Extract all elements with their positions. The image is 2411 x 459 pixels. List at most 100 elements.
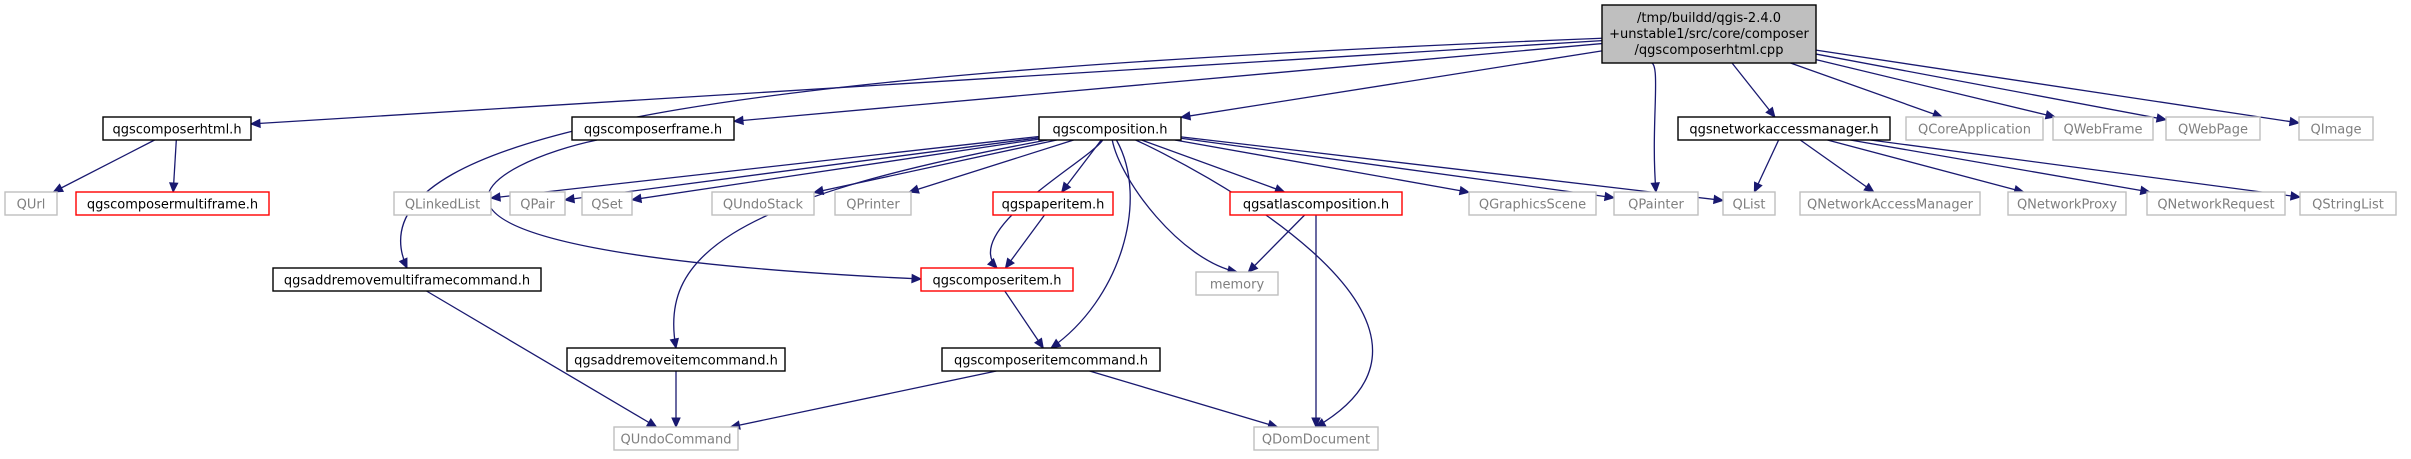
node-qgscomposermultiframe-h[interactable]: qgscomposermultiframe.h	[75, 191, 270, 216]
node-box	[613, 426, 739, 451]
root-label-line: /qgscomposerhtml.cpp	[1635, 43, 1784, 58]
edge-line	[1180, 50, 1603, 118]
node-QPrinter: QPrinter	[834, 191, 912, 216]
node-QUndoCommand: QUndoCommand	[613, 426, 739, 451]
node-qgsnetworkaccessmanager-h[interactable]: qgsnetworkaccessmanager.h	[1677, 116, 1891, 141]
edge-root-to-QImage	[1815, 49, 2301, 127]
node-box	[2298, 116, 2374, 141]
node-label: QPrinter	[846, 198, 900, 213]
edge-root-to-QPainter	[1648, 61, 1660, 194]
node-qgspaperitem-h[interactable]: qgspaperitem.h	[992, 191, 1114, 216]
node-box	[1468, 191, 1597, 216]
root-label-line: +unstable1/src/core/composer	[1609, 27, 1809, 42]
node-box	[1677, 116, 1891, 141]
node-box	[581, 191, 633, 216]
node-qgsaddremoveitemcommand-h[interactable]: qgsaddremoveitemcommand.h	[566, 347, 786, 372]
edge-qgscomposerhtml_h-to-qgscomposermultiframe_h	[168, 139, 179, 194]
edge-qgscomposition_h-to-qgscomposeritemcommand_h	[1049, 139, 1131, 349]
arrowhead	[168, 182, 179, 194]
node-box	[920, 267, 1074, 292]
edge-line	[1050, 139, 1131, 349]
node-qgscomposition-h[interactable]: qgscomposition.h	[1038, 116, 1182, 141]
edge-line	[1648, 61, 1657, 193]
node-box	[1195, 271, 1279, 296]
edge-qgscomposition_h-to-QPainter	[1180, 137, 1616, 202]
edge-line	[730, 370, 997, 428]
node-qgscomposeritemcommand-h[interactable]: qgscomposeritemcommand.h	[941, 347, 1161, 372]
arrowhead	[986, 257, 998, 269]
arrowhead	[1311, 417, 1321, 429]
edge-line	[1815, 53, 2167, 121]
node-qgscomposeritem-h[interactable]: qgscomposeritem.h	[920, 267, 1074, 292]
node-QWebPage: QWebPage	[2165, 116, 2261, 141]
edge-line	[1004, 214, 1046, 269]
arrowhead	[2289, 191, 2302, 201]
node-box	[2007, 191, 2127, 216]
edge-qgscomposeritemcommand_h-to-QUndoCommand	[729, 370, 997, 430]
node-label: QPainter	[1628, 198, 1684, 213]
arrowhead	[1863, 182, 1875, 193]
node-label: QList	[1733, 198, 1766, 213]
node-qgscomposerframe-h[interactable]: qgscomposerframe.h	[571, 116, 735, 141]
edge-line	[1180, 136, 1724, 202]
node-box	[1905, 116, 2044, 141]
node-qgsatlascomposition-h[interactable]: qgsatlascomposition.h	[1229, 191, 1403, 216]
arrowhead	[398, 257, 408, 270]
node-qgscomposerhtml-h[interactable]: qgscomposerhtml.h	[102, 116, 252, 141]
node-QStringList: QStringList	[2299, 191, 2397, 216]
edge-line	[1815, 49, 2300, 124]
edge-qgsnetworkaccessmanager_h-to-QNetworkProxy	[1827, 139, 2025, 195]
arrowhead	[1603, 191, 1616, 202]
node-box	[1799, 191, 1981, 216]
arrowhead	[2155, 113, 2168, 123]
edge-line	[1135, 139, 1373, 428]
node-QLinkedList: QLinkedList	[393, 191, 492, 216]
edge-line	[631, 138, 1040, 201]
edge-qgsnetworkaccessmanager_h-to-QStringList	[1870, 139, 2302, 201]
node-box	[509, 191, 566, 216]
node-label: qgsatlascomposition.h	[1243, 198, 1389, 213]
edge-line	[1799, 139, 1875, 193]
node-label: qgsaddremoveitemcommand.h	[574, 354, 778, 369]
edge-qgspaperitem_h-to-qgscomposeritem_h	[1004, 214, 1046, 269]
node-label: QCoreApplication	[1918, 123, 2031, 138]
node-label: qgscomposermultiframe.h	[87, 198, 258, 213]
edge-qgsatlascomposition_h-to-memory	[1247, 214, 1306, 273]
edge-line	[1089, 370, 1278, 428]
edge-line	[1111, 139, 1238, 273]
edge-qgscomposition_h-to-memory	[1111, 139, 1239, 275]
arrowhead	[1179, 111, 1192, 121]
edge-line	[1247, 214, 1306, 273]
arrowhead	[630, 193, 643, 204]
edge-root-to-qgscomposerframe_h	[732, 42, 1603, 126]
edge-line	[53, 139, 155, 193]
edge-line	[1731, 62, 1776, 118]
node-label: qgsaddremovemultiframecommand.h	[284, 274, 530, 289]
node-box	[941, 347, 1161, 372]
edge-qgscomposition_h-to-qgsatlascomposition_h	[1141, 139, 1286, 194]
node-qgsaddremovemultiframecommand-h[interactable]: qgsaddremovemultiframecommand.h	[272, 267, 542, 292]
node-label: QNetworkProxy	[2017, 198, 2117, 213]
edge-qgscomposition_h-to-QPrinter	[908, 139, 1074, 194]
node-box	[571, 116, 735, 141]
node-box	[1613, 191, 1699, 216]
edge-qgscomposition_h-to-QSet	[630, 138, 1040, 204]
arrowhead	[908, 184, 920, 194]
node-box	[393, 191, 492, 216]
node-label: QImage	[2311, 123, 2362, 138]
edge-line	[733, 42, 1603, 122]
node-label: QWebPage	[2178, 123, 2248, 138]
node-box	[566, 347, 786, 372]
edge-line	[1815, 59, 2056, 118]
node-root: /tmp/buildd/qgis-2.4.0+unstable1/src/cor…	[1601, 4, 1817, 64]
edge-line	[1827, 139, 2024, 193]
node-label: QWebFrame	[2063, 123, 2142, 138]
edges-layer	[52, 37, 2302, 430]
node-label: QUrl	[17, 198, 46, 213]
edge-root-to-qgscomposerhtml_h	[249, 39, 1603, 129]
edge-line	[1141, 139, 1285, 193]
arrowhead	[563, 193, 576, 204]
arrowhead	[1049, 338, 1062, 349]
edge-qgscomposition_h-to-qgsaddremoveitemcommand_h	[669, 139, 1048, 350]
node-memory: memory	[1195, 271, 1279, 296]
